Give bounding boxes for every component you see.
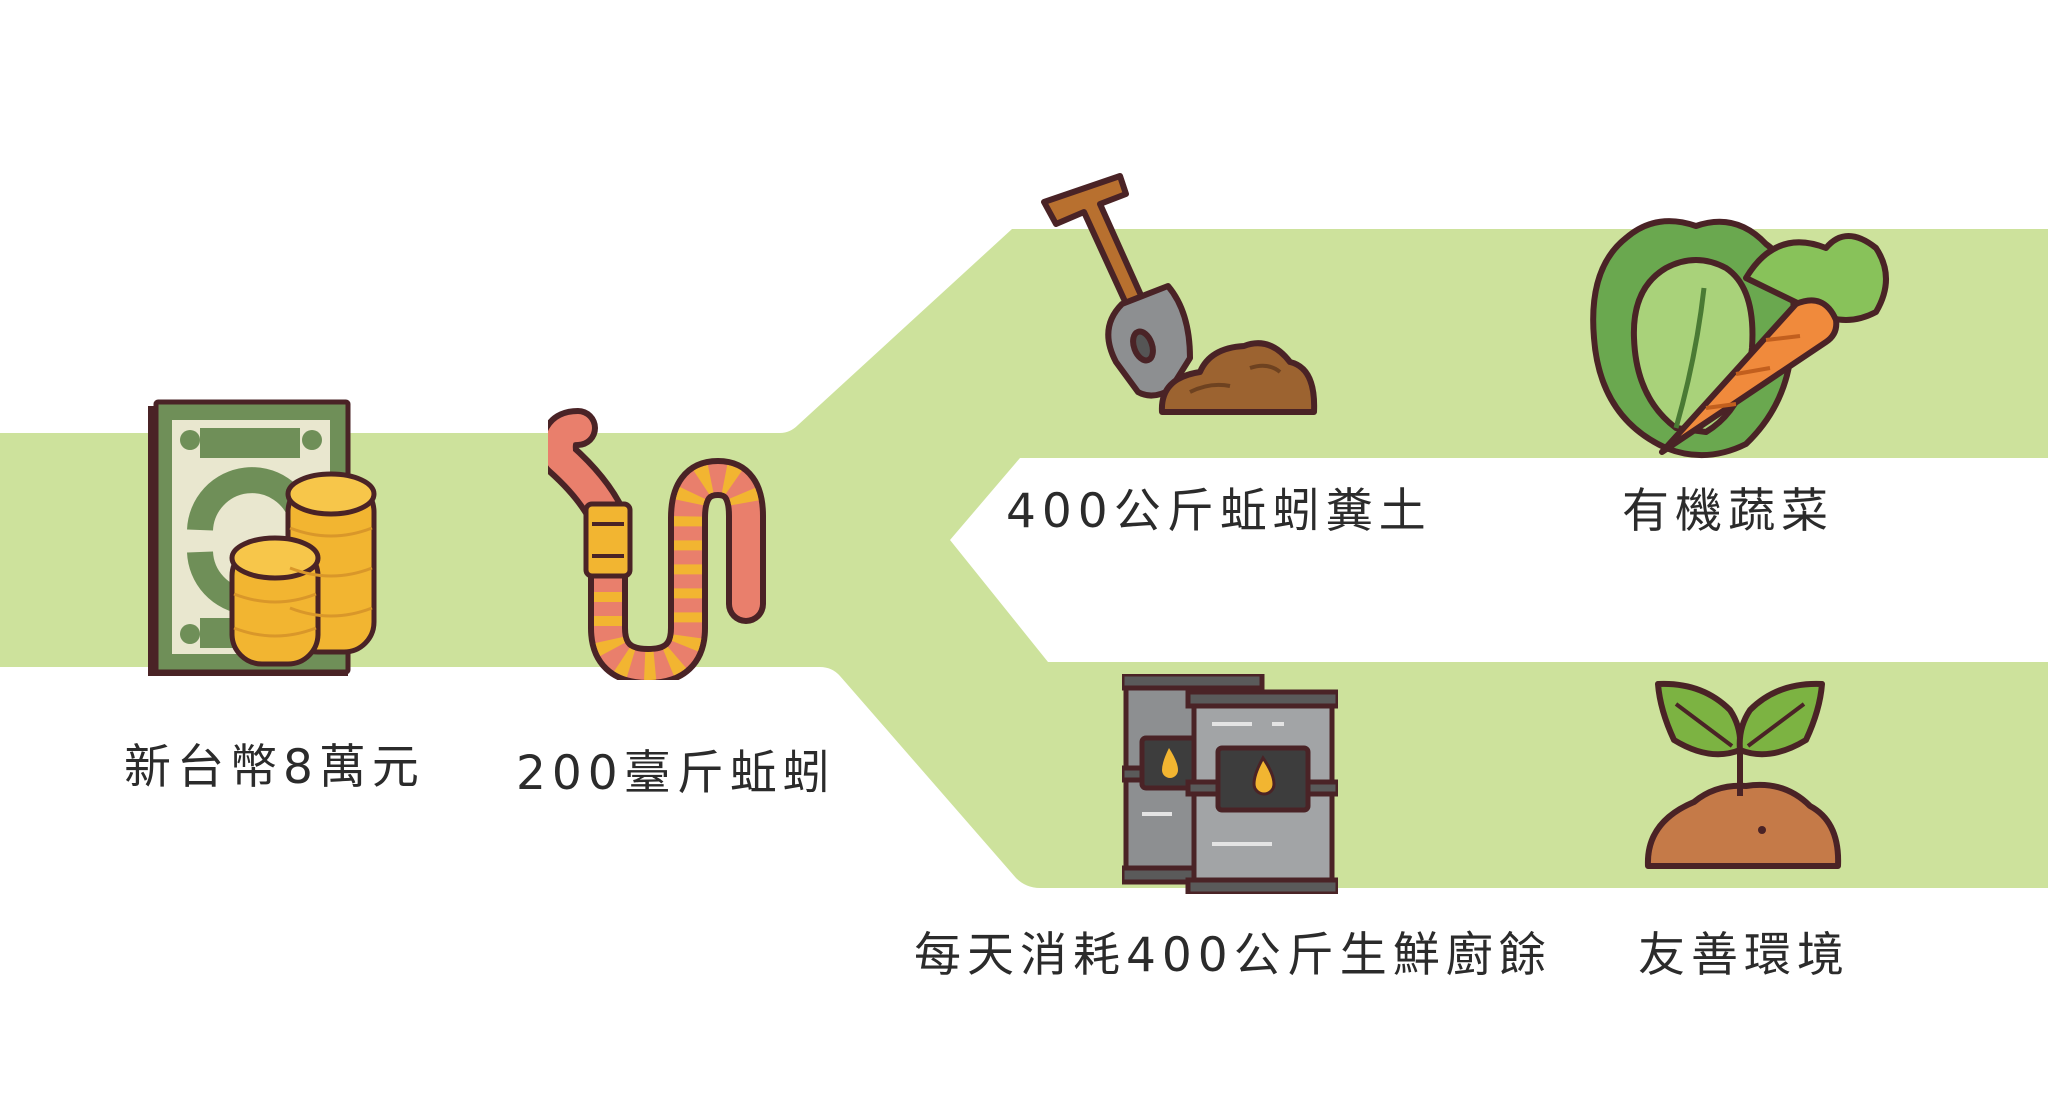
label-compost: 400公斤蚯蚓糞土 [1006, 484, 1432, 539]
label-environment: 友善環境 [1638, 928, 1850, 983]
earthworm-icon [548, 408, 766, 680]
label-foodwaste: 每天消耗400公斤生鮮廚餘 [914, 928, 1552, 983]
label-vegetables: 有機蔬菜 [1622, 484, 1834, 539]
money-coins-icon [148, 399, 377, 676]
label-worms: 200臺斤蚯蚓 [516, 746, 836, 801]
shovel-soil-icon [1041, 173, 1318, 415]
flow-band-shape [0, 229, 2048, 888]
lettuce-carrot-icon [1590, 218, 1889, 459]
sprout-soil-icon [1644, 680, 1842, 869]
label-money: 新台幣8萬元 [124, 740, 425, 795]
oil-barrels-icon [1122, 674, 1338, 894]
